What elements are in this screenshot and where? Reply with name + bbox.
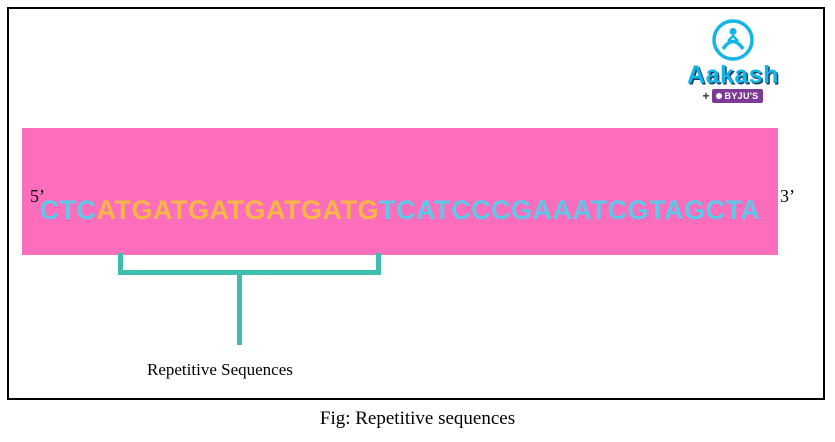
dna-sequence: CTC ATGATGATGATGATG TCATCCCGAAATCGTAGCTA	[22, 195, 778, 226]
byjus-logo-icon	[715, 93, 722, 99]
bracket-left-tick	[118, 253, 123, 275]
dna-strand-band	[22, 128, 778, 255]
bracket-bar	[118, 270, 381, 275]
figure-caption: Fig: Repetitive sequences	[319, 408, 516, 429]
sequence-suffix: TCATCCCGAAATCGTAGCTA	[379, 195, 761, 225]
bracket-stem	[237, 275, 242, 345]
plus-sign: +	[702, 89, 710, 103]
bracket-right-tick	[376, 253, 381, 275]
five-prime-label: 5’	[30, 186, 45, 206]
brand-wordmark: Aakash	[687, 61, 779, 89]
aakash-person-circle-icon	[712, 19, 754, 61]
byjus-lockup: + BYJU'S	[703, 89, 764, 103]
sequence-prefix: CTC	[39, 195, 97, 225]
sequence-repeat-region: ATGATGATGATGATG	[96, 195, 379, 225]
aakash-byjus-logo: Aakash + BYJU'S	[675, 18, 791, 103]
byjus-wordmark: BYJU'S	[724, 91, 759, 101]
repetitive-sequences-label: Repetitive Sequences	[147, 360, 293, 379]
byjus-badge: BYJU'S	[711, 89, 764, 103]
three-prime-label: 3’	[780, 186, 795, 206]
